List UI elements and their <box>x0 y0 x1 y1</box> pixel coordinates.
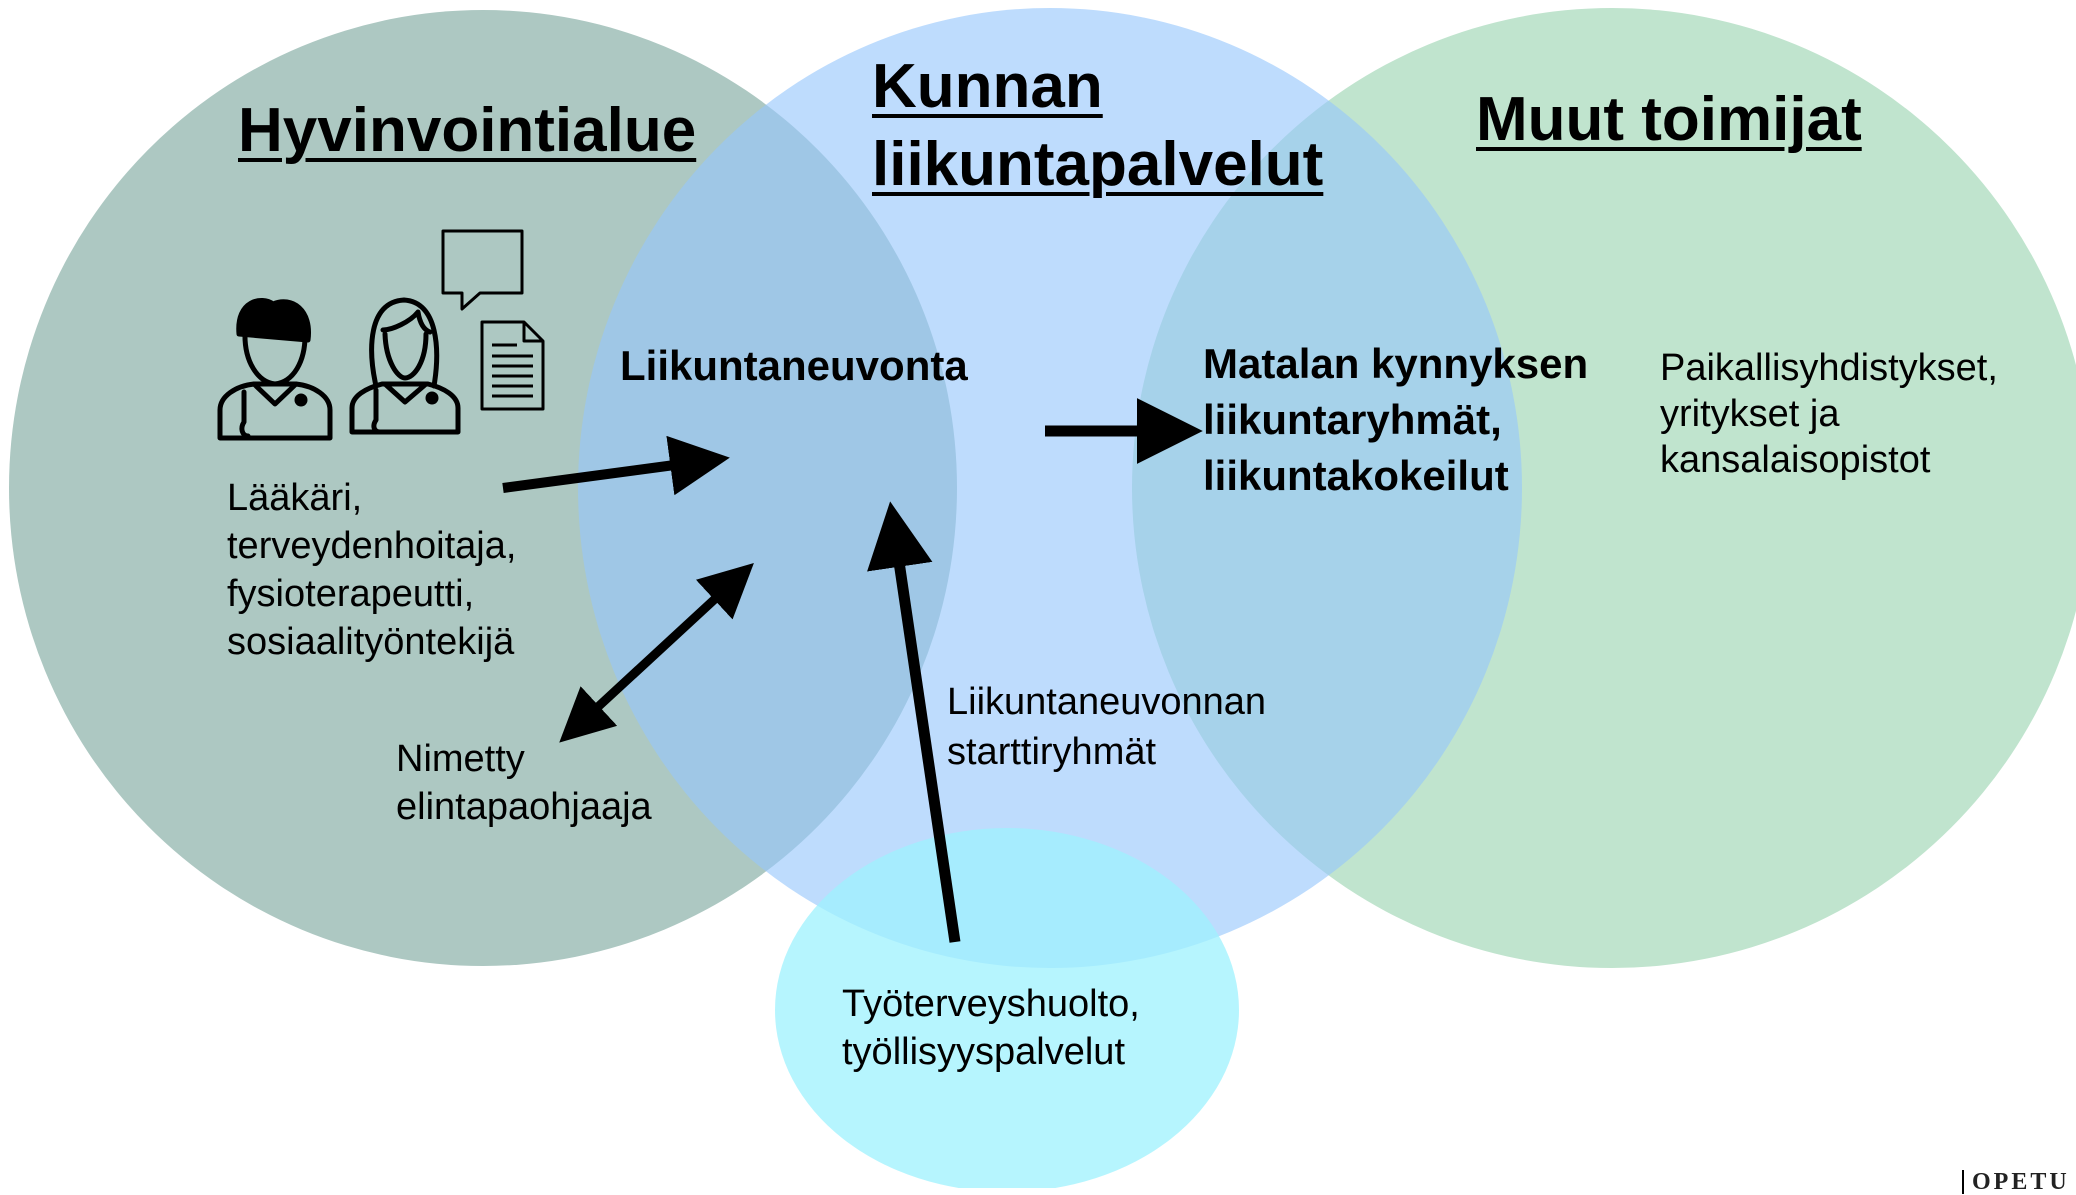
liikuntaneuvonta-label: Liikuntaneuvonta <box>620 342 968 389</box>
nimetty-elintapaohjaaja-label: Nimetty elintapaohjaaja <box>396 735 652 831</box>
footer-text: OPETU <box>1962 1170 2070 1194</box>
ammatti-line4: sosiaalityöntekijä <box>227 621 515 663</box>
kunta-title: Kunnan liikuntapalvelut <box>872 48 1323 204</box>
ammatti-line2: terveydenhoitaja, <box>227 525 517 567</box>
tyoterveys-label: Työterveyshuolto, työllisyyspalvelut <box>842 980 1140 1076</box>
paikalliset-label: Paikallisyhdistykset, yritykset ja kansa… <box>1660 345 1998 483</box>
ammattilaiset-label: Lääkäri, terveydenhoitaja, fysioterapeut… <box>227 474 516 666</box>
matalan-kynnyksen-label: Matalan kynnyksen liikuntaryhmät, liikun… <box>1203 336 1588 504</box>
document-icon <box>480 320 545 411</box>
ammatti-line3: fysioterapeutti, <box>227 573 475 615</box>
matalan-line2: liikuntaryhmät, <box>1203 396 1502 443</box>
starttiryhmat-line2: starttiryhmät <box>947 731 1157 773</box>
arrow-ammatti-to-neuvonta <box>502 435 730 496</box>
paikalliset-line2: yritykset ja <box>1660 393 1840 435</box>
tyoterveys-line2: työllisyyspalvelut <box>842 1031 1125 1073</box>
tyoterveys-circle <box>775 828 1239 1188</box>
starttiryhmat-label: Liikuntaneuvonnan starttiryhmät <box>947 677 1266 777</box>
male-doctor-icon <box>217 298 333 441</box>
speech-bubble-icon <box>441 229 524 311</box>
arrow-tyoterveys-to-neuvonta <box>867 501 961 943</box>
paikalliset-line3: kansalaisopistot <box>1660 439 1931 481</box>
matalan-line1: Matalan kynnyksen <box>1203 340 1589 387</box>
female-doctor-icon <box>349 297 461 435</box>
kunta-title-line1: Kunnan <box>872 52 1103 121</box>
nimetty-line2: elintapaohjaaja <box>396 786 652 828</box>
nimetty-line1: Nimetty <box>396 738 525 780</box>
starttiryhmat-line1: Liikuntaneuvonnan <box>947 681 1267 723</box>
ammatti-line1: Lääkäri, <box>227 477 363 519</box>
kunta-title-line2: liikuntapalvelut <box>872 130 1324 199</box>
paikalliset-line1: Paikallisyhdistykset, <box>1660 347 1998 389</box>
hyvinvointialue-title: Hyvinvointialue <box>238 96 697 165</box>
arrow-nimetty-neuvonta <box>559 563 754 743</box>
muut-toimijat-title: Muut toimijat <box>1476 85 1862 154</box>
kunta-circle <box>578 8 1522 968</box>
tyoterveys-line1: Työterveyshuolto, <box>842 983 1140 1025</box>
matalan-line3: liikuntakokeilut <box>1203 452 1509 499</box>
